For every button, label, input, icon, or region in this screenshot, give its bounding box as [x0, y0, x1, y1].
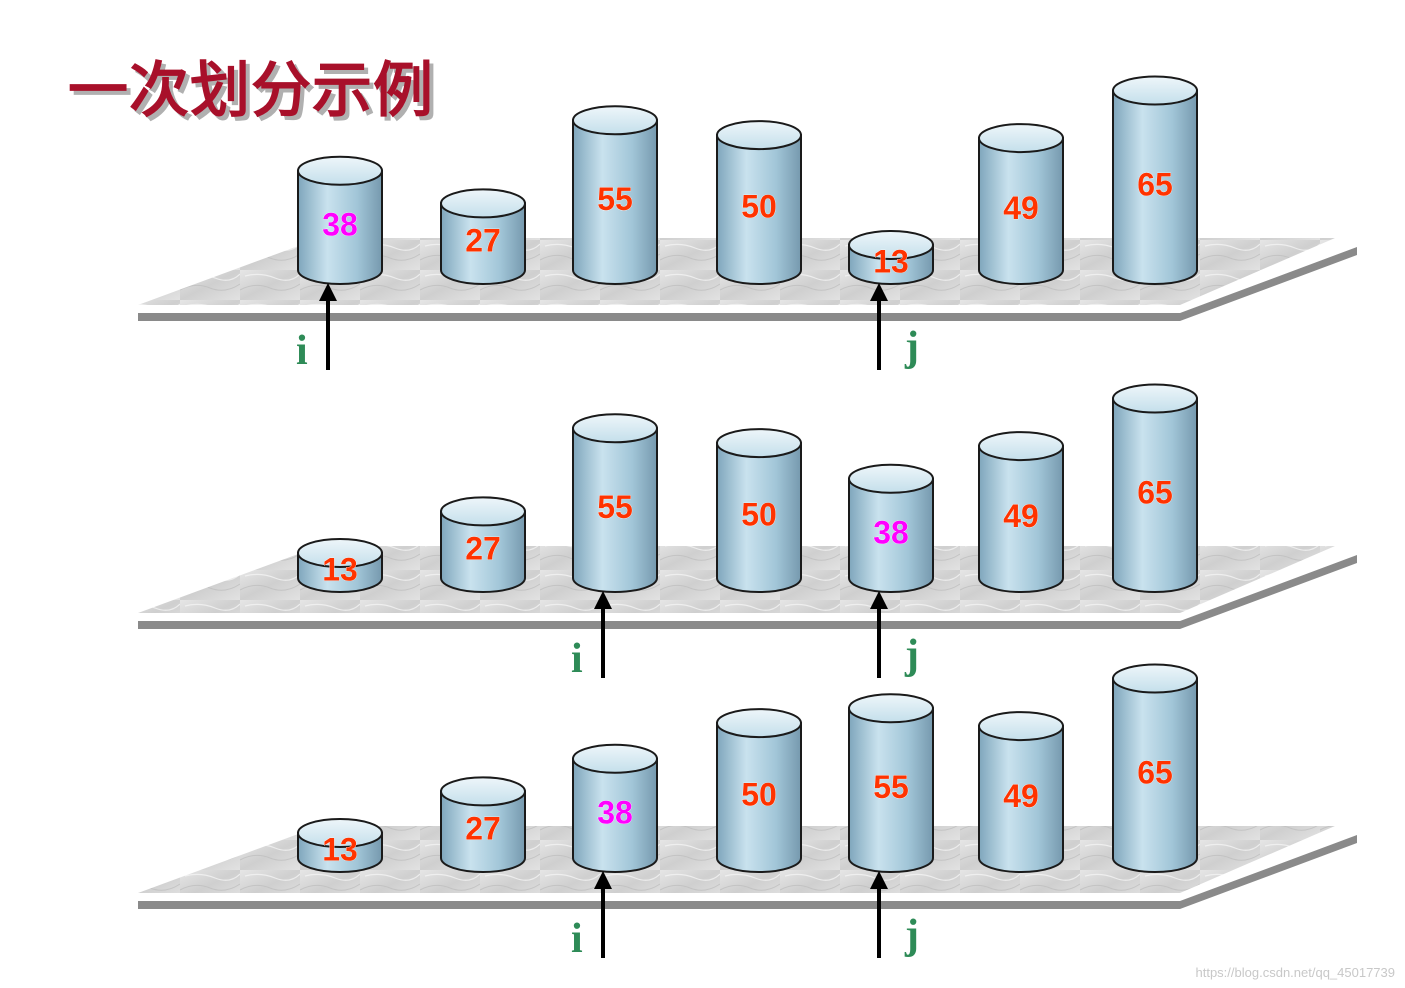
value-cylinder: 65: [1112, 75, 1198, 285]
cylinder-top: [716, 120, 802, 151]
cylinder-body: [572, 119, 658, 285]
value-label: 49: [1003, 498, 1039, 534]
value-cylinder: 38: [297, 155, 383, 285]
value-cylinder: 55: [848, 693, 934, 873]
value-cylinder: 27: [440, 188, 526, 285]
value-label: 65: [1137, 166, 1173, 202]
value-label: 55: [597, 181, 633, 217]
value-cylinder: 38: [572, 743, 658, 873]
cylinder-body: [978, 137, 1064, 285]
value-cylinder: 38: [848, 463, 934, 593]
cylinder-body: [440, 790, 526, 873]
pivot-value-label: 38: [873, 514, 909, 550]
j-pointer-label: j: [904, 324, 919, 370]
value-cylinder: 65: [1112, 663, 1198, 873]
platform-edge: [138, 247, 1357, 321]
cylinder-body: [848, 477, 934, 593]
cylinder-top: [297, 818, 383, 848]
cylinder-top: [716, 708, 802, 739]
value-label: 49: [1003, 190, 1039, 226]
cylinder-top: [1112, 663, 1198, 694]
value-label: 50: [741, 497, 777, 533]
value-cylinder: 55: [572, 105, 658, 285]
i-pointer-label: i: [571, 636, 583, 682]
cylinder-top: [1112, 383, 1198, 414]
value-label: 13: [873, 244, 909, 280]
value-label: 65: [1137, 474, 1173, 510]
j-pointer-label: j: [904, 632, 919, 678]
value-cylinder: 27: [440, 496, 526, 593]
value-cylinder: 50: [716, 120, 802, 285]
cylinder-body: [440, 510, 526, 593]
value-label: 27: [465, 811, 501, 847]
cylinder-top: [297, 538, 383, 568]
cylinder-top: [978, 711, 1064, 742]
cylinder-body: [1112, 397, 1198, 593]
cylinder-top: [1112, 75, 1198, 106]
value-label: 65: [1137, 754, 1173, 790]
cylinder-body: [978, 725, 1064, 873]
cylinder-body: [1112, 677, 1198, 873]
page-title: 一次划分示例: [68, 56, 434, 126]
cylinder-top: [848, 693, 934, 724]
cylinder-body: [848, 707, 934, 873]
i-pointer-label: i: [571, 916, 583, 962]
cylinder-top: [978, 431, 1064, 462]
cylinder-body: [572, 757, 658, 873]
cylinder-top: [440, 496, 526, 527]
cylinder-body: [1112, 89, 1198, 285]
value-cylinder: 65: [1112, 383, 1198, 593]
value-cylinder: 49: [978, 123, 1064, 285]
cylinder-body: [440, 202, 526, 285]
cylinder-body: [716, 134, 802, 285]
value-cylinder: 27: [440, 776, 526, 873]
cylinder-body: [978, 445, 1064, 593]
platform-edge: [138, 835, 1357, 909]
value-cylinder: 49: [978, 711, 1064, 873]
value-cylinder: 49: [978, 431, 1064, 593]
value-label: 50: [741, 777, 777, 813]
value-cylinder: 50: [716, 428, 802, 593]
cylinder-top: [572, 413, 658, 444]
cylinder-body: [716, 442, 802, 593]
cylinder-body: [572, 427, 658, 593]
cylinder-top: [848, 463, 934, 494]
value-label: 55: [597, 489, 633, 525]
value-label: 27: [465, 223, 501, 259]
value-cylinder: 13: [297, 538, 383, 593]
value-cylinder: 55: [572, 413, 658, 593]
watermark: https://blog.csdn.net/qq_45017739: [1195, 965, 1396, 980]
value-label: 27: [465, 531, 501, 567]
cylinder-top: [978, 123, 1064, 154]
cylinder-body: [716, 722, 802, 873]
j-pointer-label: j: [904, 912, 919, 958]
cylinder-body: [297, 169, 383, 285]
value-cylinder: 50: [716, 708, 802, 873]
cylinder-top: [297, 155, 383, 186]
cylinder-top: [572, 105, 658, 136]
value-label: 50: [741, 189, 777, 225]
platform-edge: [138, 555, 1357, 629]
value-cylinder: 13: [297, 818, 383, 873]
value-cylinder: 13: [848, 230, 934, 285]
value-label: 13: [322, 552, 358, 588]
value-label: 55: [873, 769, 909, 805]
value-label: 49: [1003, 778, 1039, 814]
cylinder-top: [440, 188, 526, 219]
cylinder-top: [848, 230, 934, 260]
value-label: 13: [322, 832, 358, 868]
pivot-value-label: 38: [322, 206, 358, 242]
cylinder-top: [716, 428, 802, 459]
cylinder-top: [440, 776, 526, 807]
pivot-value-label: 38: [597, 794, 633, 830]
cylinder-top: [572, 743, 658, 774]
i-pointer-label: i: [296, 328, 308, 374]
